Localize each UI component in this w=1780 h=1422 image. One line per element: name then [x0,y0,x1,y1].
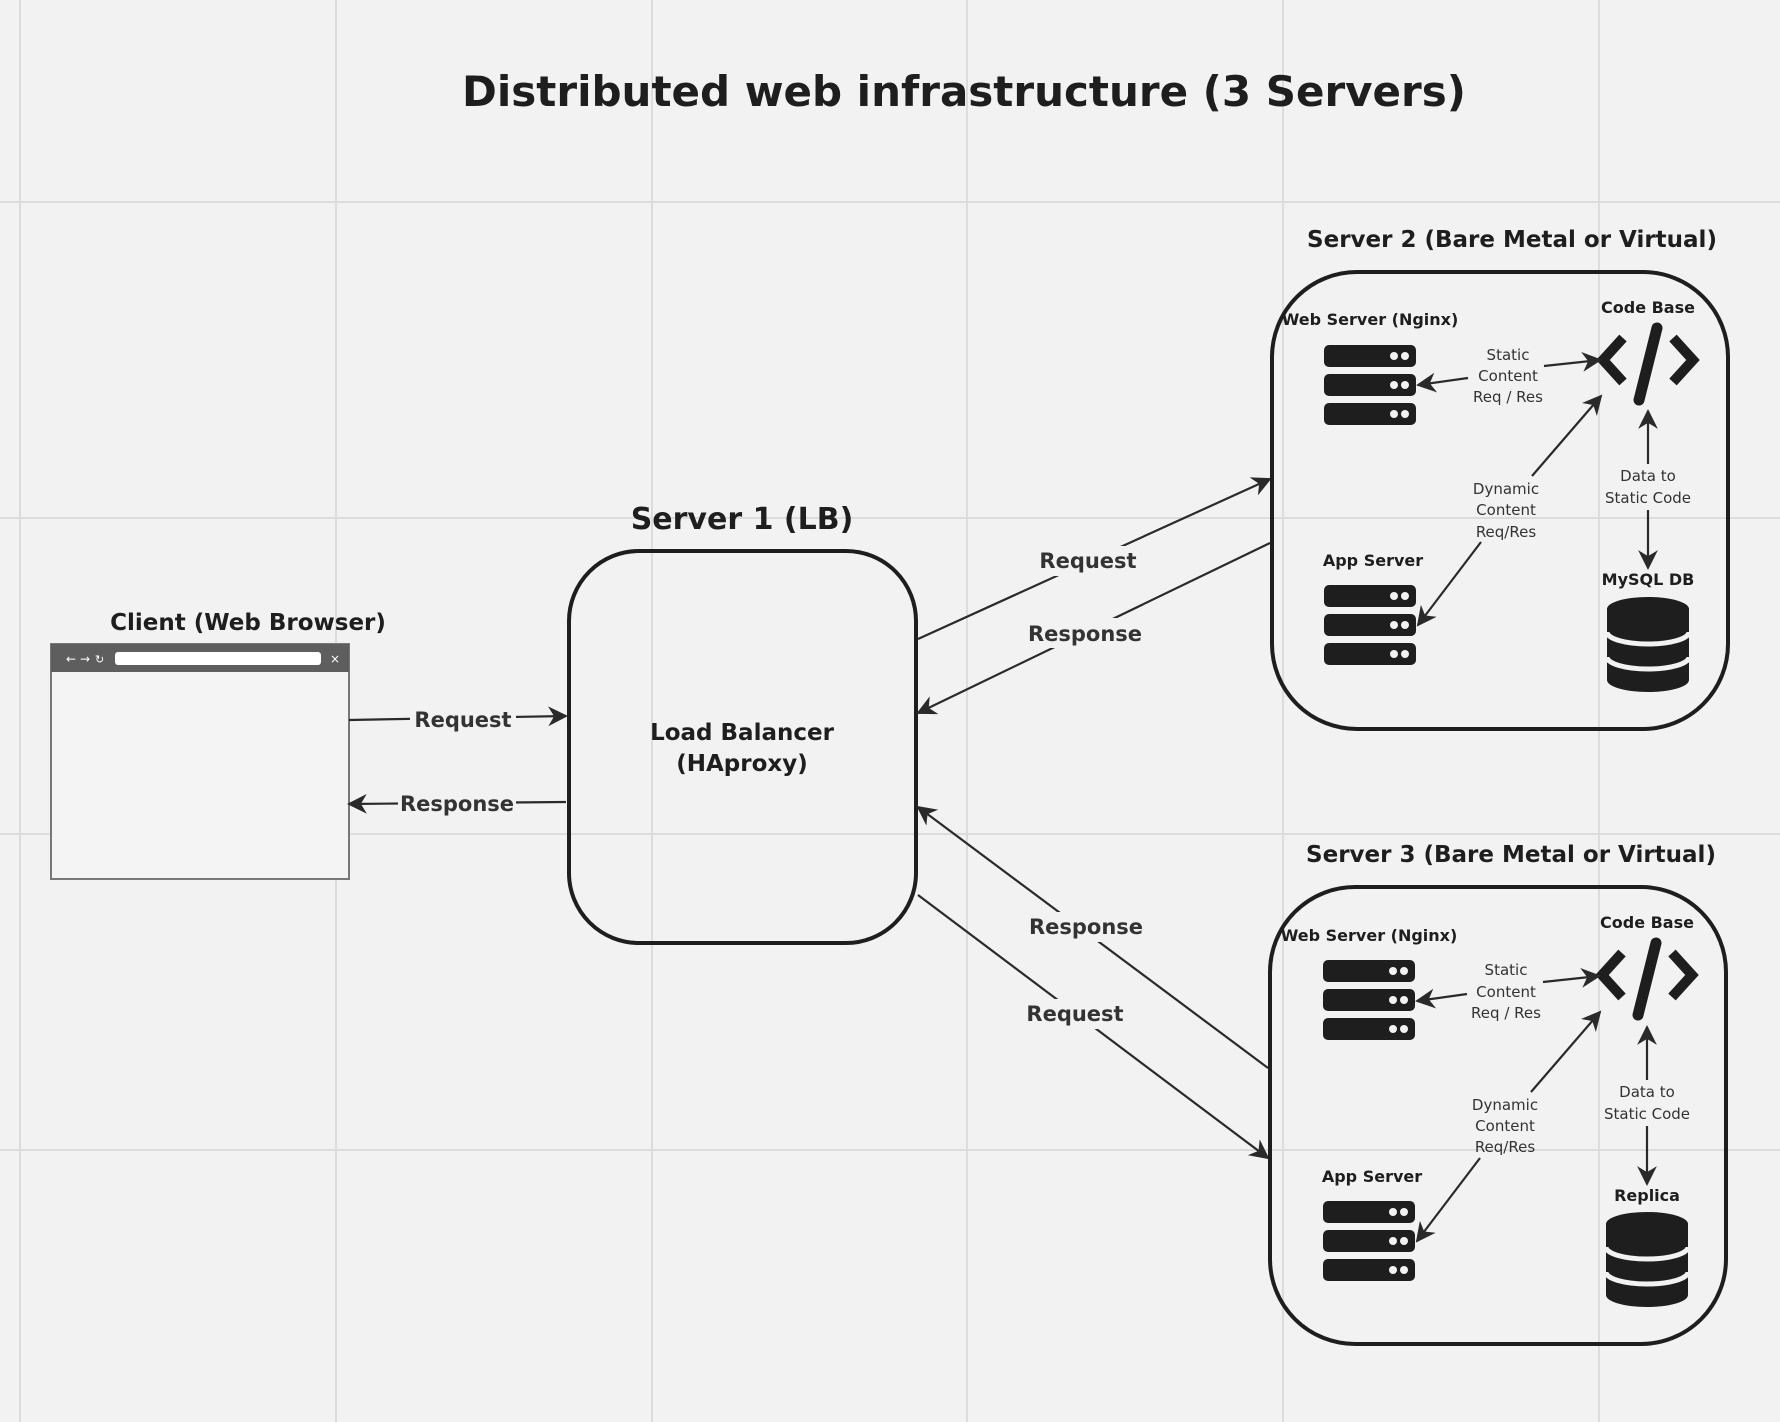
client-group: Client (Web Browser) ← → ↻ × [50,610,386,880]
server3-data-line2: Static Code [1604,1105,1690,1123]
server2-static-line3: Req / Res [1473,388,1543,406]
server3-static-line3: Req / Res [1471,1004,1541,1022]
server2-dynamic-line3: Req/Res [1476,523,1537,541]
load-balancer-software: (HAproxy) [676,751,808,777]
server3-static-line1: Static [1485,961,1528,979]
server2-database-icon [1607,597,1689,692]
server3-dynamic-line3: Req/Res [1475,1138,1536,1156]
close-icon: × [330,652,340,666]
server3-data-line1: Data to [1619,1083,1675,1101]
diagram-title: Distributed web infrastructure (3 Server… [462,67,1466,116]
server3-app-server-label: App Server [1322,1167,1422,1186]
server1-group: Server 1 (LB) Load Balancer (HAproxy) [567,502,918,945]
client-lb-connections: Request Response [347,702,568,819]
server3-code-icon [1602,943,1692,1015]
reload-icon: ↻ [95,653,104,666]
server3-database-icon [1606,1212,1688,1307]
forward-arrow-icon: → [80,652,90,666]
server2-code-base-label: Code Base [1601,298,1695,317]
server2-request-label: Request [1039,549,1136,573]
server2-db-label: MySQL DB [1602,570,1695,589]
lb-server3-connections: Response Request [916,805,1270,1160]
server2-group: Server 2 (Bare Metal or Virtual) Web Ser… [1270,227,1730,731]
server3-group: Server 3 (Bare Metal or Virtual) Web Ser… [1268,842,1728,1346]
server3-db-label: Replica [1614,1186,1680,1205]
server3-static-line2: Content [1476,983,1536,1001]
load-balancer-box [567,549,918,945]
server2-data-line1: Data to [1620,467,1676,485]
client-label: Client (Web Browser) [110,610,386,636]
back-arrow-icon: ← [66,652,76,666]
server1-label: Server 1 (LB) [631,502,854,537]
server2-box [1270,270,1730,731]
server3-app-server-icon [1323,1201,1415,1281]
server3-request-label: Request [1026,1002,1123,1026]
server3-web-server-icon [1323,960,1415,1040]
server2-static-line1: Static [1487,346,1530,364]
server2-web-server-label: Web Server (Nginx) [1282,310,1459,329]
server3-response-label: Response [1029,915,1143,939]
server3-dynamic-line2: Content [1475,1117,1535,1135]
server2-app-server-label: App Server [1323,551,1423,570]
server2-data-line2: Static Code [1605,489,1691,507]
server3-web-server-label: Web Server (Nginx) [1281,926,1458,945]
load-balancer-name: Load Balancer [650,720,835,746]
server3-code-base-label: Code Base [1600,913,1694,932]
server3-box [1268,885,1728,1346]
server2-dynamic-line1: Dynamic [1473,480,1539,498]
server2-label: Server 2 (Bare Metal or Virtual) [1307,227,1717,253]
address-bar [115,652,321,665]
browser-window: ← → ↻ × [50,643,350,880]
server2-response-label: Response [1028,622,1142,646]
server3-label: Server 3 (Bare Metal or Virtual) [1306,842,1716,868]
client-request-label: Request [414,708,511,732]
server2-web-server-icon [1324,345,1416,425]
server3-dynamic-line1: Dynamic [1472,1096,1538,1114]
lb-server2-connections: Request Response [916,477,1272,715]
server2-dynamic-line2: Content [1476,501,1536,519]
server2-app-server-icon [1324,585,1416,665]
client-response-label: Response [400,792,514,816]
server2-code-icon [1603,328,1693,400]
server2-static-line2: Content [1478,367,1538,385]
